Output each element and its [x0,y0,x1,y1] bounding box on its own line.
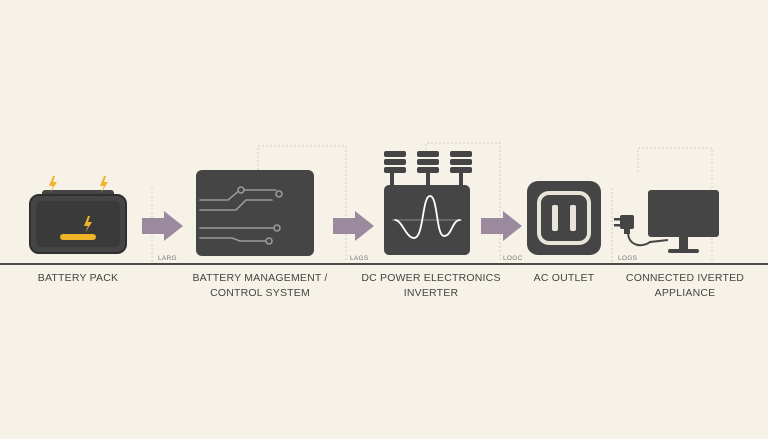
label-power-electronics: DC POWER ELECTRONICS INVERTER [356,271,506,301]
label-battery-management: BATTERY MANAGEMENT / CONTROL SYSTEM [185,271,335,301]
connector-tag-4: LOGS [618,255,638,262]
inverter-sine-wave-icon [384,151,472,255]
ac-outlet-icon [527,181,601,255]
label-connected-appliance: CONNECTED IVERTED APPLIANCE [622,271,748,301]
label-battery-pack: BATTERY PACK [18,271,138,286]
connector-tag-3: LOGC [503,255,523,262]
label-ac-outlet-line-1: AC OUTLET [533,272,595,284]
label-power-electronics-line-1: DC POWER ELECTRONICS [361,272,501,284]
label-connected-appliance-line-1: CONNECTED IVERTED [625,272,745,284]
label-ac-outlet: AC OUTLET [514,271,614,286]
battery-icon [29,176,127,254]
label-battery-pack-line-1: BATTERY PACK [37,272,119,284]
label-battery-management-line-2: CONTROL SYSTEM [210,287,310,299]
flow-arrow-3 [481,211,522,241]
label-battery-management-line-1: BATTERY MANAGEMENT / [192,272,328,284]
connector-tag-2: LAGS [350,255,369,262]
flow-arrow-2 [333,211,374,241]
connector-tag-1: LARG [158,255,177,262]
label-connected-appliance-line-2: APPLIANCE [654,287,716,299]
label-power-electronics-line-2: INVERTER [403,287,459,299]
monitor-with-plug-icon [614,190,719,253]
circuit-board-icon [196,170,314,256]
flow-arrow-1 [142,211,183,241]
